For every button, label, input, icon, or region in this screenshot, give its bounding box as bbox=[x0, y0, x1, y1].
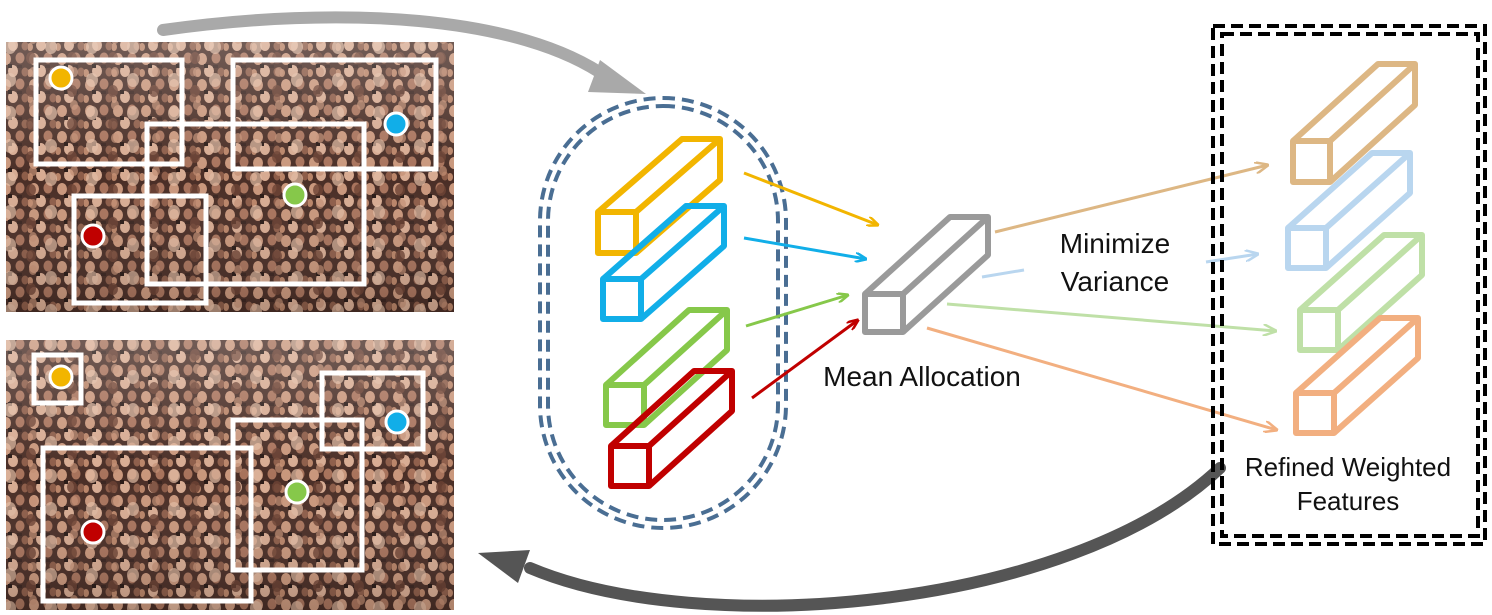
marker-red bbox=[80, 223, 106, 249]
bbox-bottom-yellow bbox=[31, 352, 84, 406]
bbox-bottom-center bbox=[230, 417, 365, 573]
mean-feature-cuboid bbox=[862, 214, 991, 335]
refined-cuboid-lightgreen bbox=[1297, 232, 1425, 353]
markers-top bbox=[48, 65, 409, 249]
bbox-top-yellow bbox=[33, 57, 185, 167]
refined-cuboid-lightorange bbox=[1293, 315, 1421, 436]
arrow-yellow-to-mean bbox=[743, 171, 878, 225]
bbox-bottom-blue bbox=[319, 370, 426, 452]
refined-features-container bbox=[1211, 24, 1487, 546]
bbox-top-red bbox=[71, 193, 209, 306]
marker-green bbox=[284, 479, 310, 505]
refined-label-line1: Refined Weighted bbox=[1245, 452, 1451, 482]
marker-green bbox=[282, 182, 308, 208]
bbox-top-blue bbox=[230, 57, 439, 172]
bbox-top-center bbox=[144, 121, 367, 287]
refined-cuboid-lightblue bbox=[1285, 150, 1413, 271]
bbox-bottom-red bbox=[40, 445, 254, 604]
feature-cuboid-green bbox=[603, 307, 730, 428]
bounding-boxes-bottom bbox=[31, 352, 426, 604]
feature-group-container bbox=[538, 96, 788, 530]
arrow-green-to-mean bbox=[745, 295, 848, 328]
arrow-mean-to-lightblue-a bbox=[981, 268, 1025, 279]
marker-blue bbox=[384, 409, 410, 435]
minimize-label-line1: Minimize bbox=[1060, 228, 1170, 259]
arrow-refined-to-bottom bbox=[478, 462, 1226, 612]
minimize-label-line2: Variance bbox=[1061, 266, 1169, 297]
refined-cuboid-tan bbox=[1290, 61, 1418, 185]
arrow-top-to-features bbox=[157, 11, 646, 94]
arrow-mean-to-lightorange bbox=[926, 326, 1277, 430]
markers-bottom bbox=[48, 364, 410, 545]
marker-red bbox=[80, 519, 106, 545]
marker-yellow bbox=[48, 65, 74, 91]
crowd-photo-top bbox=[6, 42, 454, 312]
bounding-boxes-top bbox=[33, 57, 439, 306]
mean-allocation-label: Mean Allocation bbox=[823, 361, 1021, 392]
arrow-blue-to-mean bbox=[743, 236, 866, 259]
arrow-red-to-mean bbox=[751, 320, 858, 400]
arrow-mean-to-lightgreen bbox=[946, 302, 1276, 331]
feature-cuboid-red bbox=[608, 368, 735, 489]
arrow-mean-to-lightblue-b bbox=[1205, 254, 1258, 264]
marker-blue bbox=[383, 111, 409, 137]
refined-label-line2: Features bbox=[1297, 486, 1400, 516]
arrow-mean-to-tan bbox=[994, 165, 1268, 234]
crowd-photo-bottom bbox=[6, 340, 454, 610]
feature-cuboid-yellow bbox=[595, 136, 723, 256]
feature-cuboid-blue bbox=[600, 203, 727, 322]
marker-yellow bbox=[48, 364, 74, 390]
